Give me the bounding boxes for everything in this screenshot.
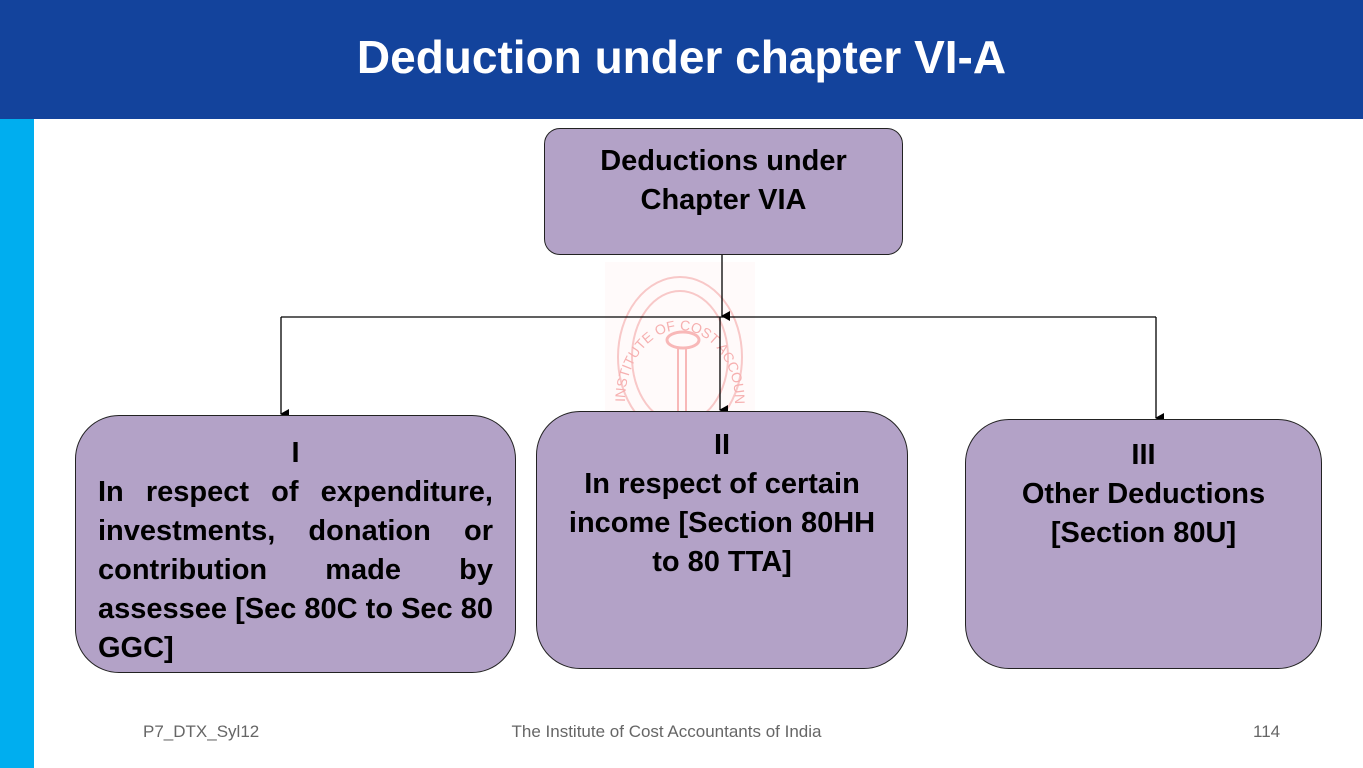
footer-institute: The Institute of Cost Accountants of Ind… bbox=[511, 722, 822, 741]
sidebar-accent-bar bbox=[0, 119, 34, 768]
category-box-III: III Other Deductions [Section 80U] bbox=[965, 419, 1322, 669]
root-line2: Chapter VIA bbox=[640, 184, 807, 216]
category-box-I: I In respect of expenditure, investments… bbox=[75, 415, 516, 673]
category-numeral: III bbox=[1131, 439, 1156, 471]
category-numeral: I bbox=[291, 437, 300, 469]
category-text: In respect of expenditure, investments, … bbox=[98, 476, 493, 664]
page-number: 114 bbox=[1253, 722, 1281, 741]
slide-title: Deduction under chapter VI-A bbox=[356, 31, 1007, 83]
category-box-II: II In respect of certain income [Section… bbox=[536, 411, 908, 669]
category-text: Other Deductions [Section 80U] bbox=[1021, 478, 1266, 549]
category-text: In respect of certain income [Section 80… bbox=[568, 468, 876, 578]
institute-seal-watermark: INSTITUTE OF COST ACCOUNTANTS OF bbox=[605, 262, 755, 412]
footer-course-code: P7_DTX_Syl12 bbox=[143, 722, 260, 741]
root-line1: Deductions under bbox=[600, 145, 847, 177]
title-bar: Deduction under chapter VI-A bbox=[0, 0, 1363, 119]
category-numeral: II bbox=[713, 429, 731, 461]
root-box: Deductions under Chapter VIA bbox=[544, 128, 903, 255]
